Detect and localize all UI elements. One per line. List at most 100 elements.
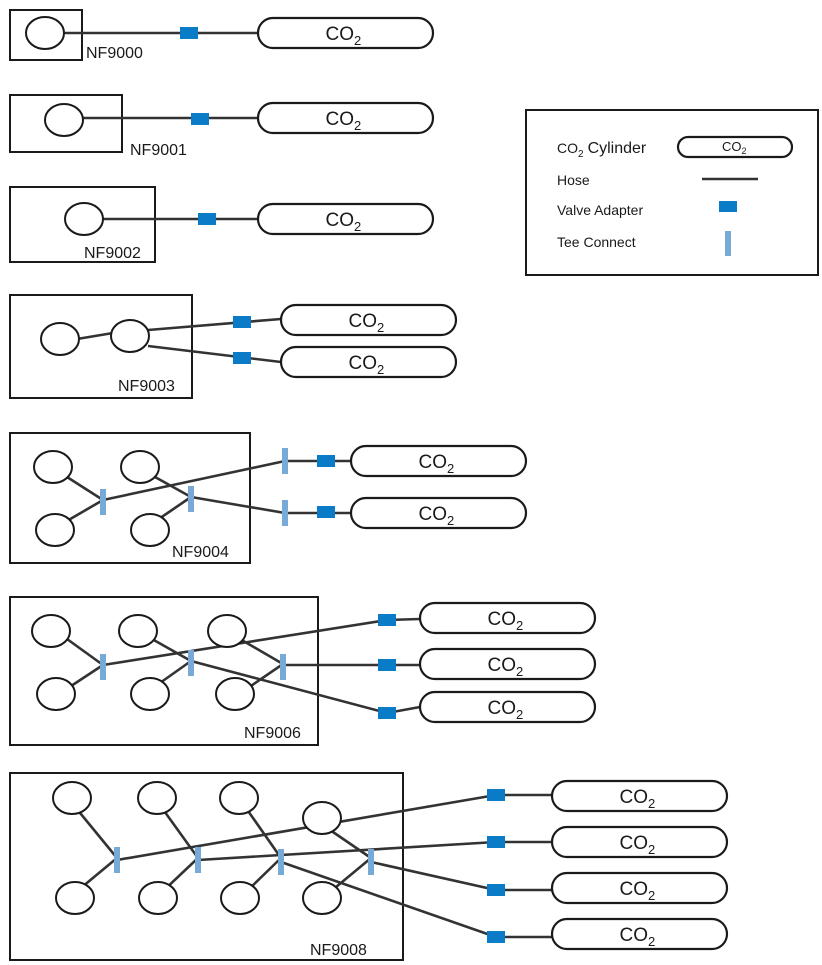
cylinder-label-sub: 2 [516, 707, 523, 722]
hose-line [76, 331, 114, 341]
cylinder-label-main: CO [620, 833, 649, 854]
nozzle-head [130, 513, 170, 547]
tee-connect-icon [280, 654, 286, 680]
cylinder-label: CO2 [326, 109, 362, 133]
valve-adapter-icon [198, 213, 216, 225]
hose-line [329, 856, 372, 894]
unit-frame [9, 772, 404, 961]
cylinder-label: CO2 [620, 833, 656, 857]
nozzle-head [33, 450, 73, 484]
model-label: NF9004 [172, 544, 229, 561]
valve-adapter-icon [378, 707, 396, 719]
cylinder-label: CO2 [488, 655, 524, 679]
unit-frame [9, 294, 193, 399]
legend-valve-adapter-icon [719, 201, 737, 212]
co2-cylinder-icon [349, 496, 528, 530]
co2-cylinder-icon [550, 917, 729, 951]
model-label: NF9001 [130, 142, 187, 159]
valve-adapter-icon [487, 884, 505, 896]
nozzle-head [120, 450, 160, 484]
nozzle-head [138, 881, 178, 915]
nozzle-head [35, 513, 75, 547]
model-label: NF9006 [244, 725, 301, 742]
cylinder-label: CO2 [349, 353, 385, 377]
tee-connect-icon [278, 849, 284, 875]
hose-line [151, 637, 192, 663]
co2-cylinder-icon [349, 444, 528, 478]
cylinder-label: CO2 [488, 609, 524, 633]
cylinder-label: CO2 [620, 787, 656, 811]
nozzle-head [137, 781, 177, 815]
cylinder-label-sub: 2 [648, 934, 655, 949]
cylinder-label-sub: 2 [447, 513, 454, 528]
hose-line [370, 860, 497, 892]
legend-cylinder-icon-label: CO2 [722, 139, 747, 156]
legend-cylinder-word: Cylinder [588, 140, 647, 157]
cylinder-label-main: CO [488, 655, 517, 676]
hose-line [190, 659, 388, 715]
nozzle-head [220, 881, 260, 915]
legend-cylinder-icon [676, 135, 794, 159]
cylinder-label: CO2 [326, 210, 362, 234]
hose-line [147, 344, 282, 364]
cylinder-label-sub: 2 [377, 362, 384, 377]
cylinder-label: CO2 [620, 879, 656, 903]
nozzle-head [55, 881, 95, 915]
cylinder-label-main: CO [488, 698, 517, 719]
cylinder-label-main: CO [349, 353, 378, 374]
valve-adapter-icon [233, 316, 251, 328]
valve-adapter-icon [191, 113, 209, 125]
cylinder-label-sub: 2 [447, 461, 454, 476]
cylinder-label: CO2 [488, 698, 524, 722]
cylinder-label-main: CO [419, 452, 448, 473]
unit-frame [9, 94, 123, 153]
nozzle-head [36, 677, 76, 711]
unit-frame [9, 186, 156, 263]
nozzle-head [215, 677, 255, 711]
legend-cylinder-icon-sub: 2 [742, 146, 747, 156]
hose-line [102, 618, 388, 667]
valve-adapter-icon [487, 931, 505, 943]
hose-line [244, 807, 283, 859]
legend-cylinder-sub: 2 [578, 149, 584, 160]
cylinder-label-main: CO [326, 109, 355, 130]
co2-cylinder-icon [279, 303, 458, 337]
valve-adapter-icon [317, 506, 335, 518]
tee-connect-icon [282, 448, 288, 474]
cylinder-label-sub: 2 [354, 118, 361, 133]
tee-connect-icon [368, 849, 374, 875]
model-label: NF9003 [118, 378, 175, 395]
legend-box [525, 109, 819, 276]
co2-cylinder-icon [256, 101, 435, 135]
cylinder-label-sub: 2 [354, 33, 361, 48]
valve-adapter-icon [378, 614, 396, 626]
cylinder-label: CO2 [419, 452, 455, 476]
valve-adapter-icon [180, 27, 198, 39]
hose-line [102, 459, 286, 502]
co2-cylinder-icon [256, 16, 435, 50]
nozzle-head [31, 614, 71, 648]
tee-connect-icon [188, 650, 194, 676]
valve-adapter-icon [317, 455, 335, 467]
cylinder-label-main: CO [326, 210, 355, 231]
tee-connect-icon [282, 500, 288, 526]
co2-cylinder-icon [550, 779, 729, 813]
cylinder-label: CO2 [419, 504, 455, 528]
model-label: NF9008 [310, 942, 367, 959]
cylinder-label-sub: 2 [354, 219, 361, 234]
nozzle-head [40, 322, 80, 356]
tee-connect-icon [100, 489, 106, 515]
hose-line [74, 807, 119, 859]
hose-line [280, 860, 497, 939]
nozzle-head [302, 801, 342, 835]
tee-connect-icon [188, 486, 194, 512]
nozzle-head [25, 16, 65, 50]
valve-adapter-icon [378, 659, 396, 671]
cylinder-label-sub: 2 [377, 320, 384, 335]
cylinder-label-main: CO [326, 24, 355, 45]
hose-line [197, 840, 497, 862]
